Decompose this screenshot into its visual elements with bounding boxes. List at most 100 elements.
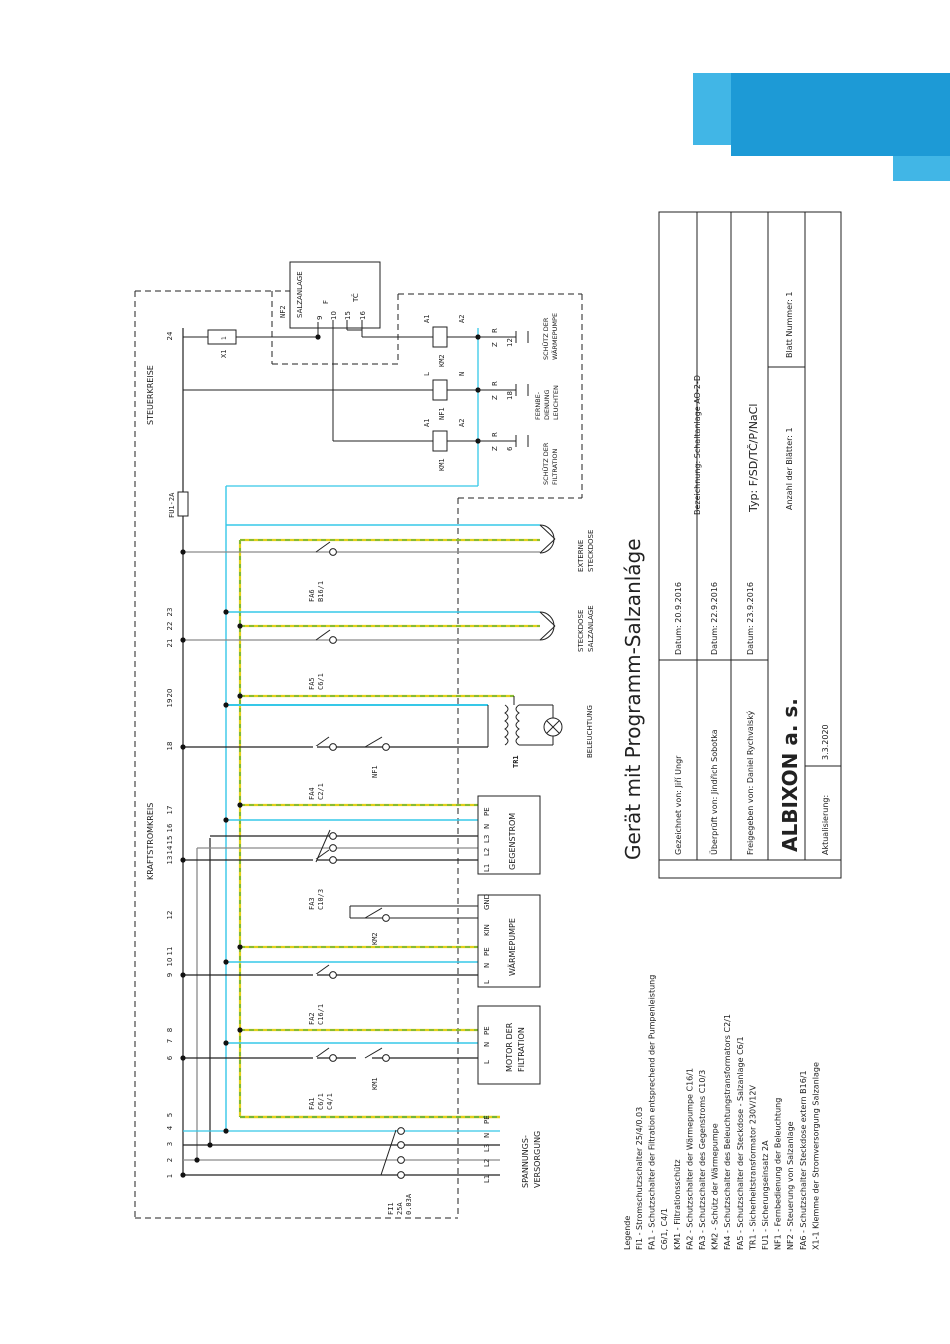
nf2-title: NF2 (279, 305, 287, 318)
terminal-number: 21 (166, 639, 174, 648)
km1-blade (364, 1047, 383, 1059)
terminal-number: 10 (166, 958, 174, 967)
checked-by: Überprüft von: Jindřich Sobotka (709, 729, 719, 855)
socket-icon (539, 625, 556, 641)
terminal-number: 9 (166, 973, 174, 977)
junction-dot (194, 1157, 200, 1163)
hp-term: N (483, 963, 491, 968)
tr1-coil (515, 704, 520, 746)
legend-item: KM2 - Schütz der Wärmepumpe (711, 1123, 720, 1250)
fi1-switch (380, 1129, 397, 1176)
relay-coil (432, 379, 448, 401)
coil-term: A2 (458, 315, 466, 323)
nf1-blade (364, 736, 383, 748)
junction-dot (223, 702, 229, 708)
gs-term: L3 (483, 835, 491, 843)
terminal-number: 15 (166, 836, 174, 845)
coil-label: NF1 (438, 407, 446, 420)
motor-box (477, 1005, 541, 1085)
drawn-by: Gezeichnet von: Jiří Ungr (674, 755, 683, 855)
switch-blade (314, 1047, 330, 1059)
nf2-box (289, 261, 381, 329)
socket-icon (539, 524, 556, 540)
legend-item: KM1 - Filtrationsschütz (673, 1159, 682, 1250)
motor-term: N (483, 1042, 491, 1047)
km1-contact (382, 1054, 390, 1062)
nf2-pin: 9 (316, 316, 324, 320)
junction-dot (315, 334, 321, 340)
load-nf1-label: DIENUNG (543, 389, 551, 420)
fi1-label: FI1 (387, 1202, 395, 1215)
supply-label: VERSORGUNG (533, 1131, 542, 1188)
switch-contact (329, 971, 337, 979)
fi1-label: 25A (396, 1202, 404, 1215)
terminal-number: 17 (166, 806, 174, 815)
terminal-number: 1 (166, 1174, 174, 1178)
drawn-date: Datum: 20.9.2016 (674, 582, 683, 655)
terminal-number: 24 (166, 331, 174, 340)
junction-dot (223, 817, 229, 823)
title-block (658, 211, 842, 879)
load-km1-label: SCHÜTZ DER (541, 442, 550, 485)
load-km1-label: FILTRATION (551, 448, 559, 485)
switch-contact (329, 636, 337, 644)
legend-item: FA6 - Schutzschalter Steckdose extern B1… (799, 1070, 808, 1250)
tr1-coil (504, 704, 509, 746)
legend-item: FA5 - Schutzschalter der Steckdose - Sal… (736, 1036, 745, 1250)
x1-term-label: 1 (221, 336, 228, 340)
supply-label: SPANNUNGS- (521, 1135, 530, 1188)
legend-item: FU1 - Sicherungseinsatz 2A (761, 1140, 770, 1250)
contact-r: R (491, 381, 499, 386)
terminal-number: 14 (166, 845, 174, 854)
load-km2-label: SCHÜTZ DER (541, 317, 550, 360)
junction-dot (180, 972, 186, 978)
junction-dot (207, 1142, 213, 1148)
fi1-contact (397, 1141, 405, 1149)
terminal-number: 23 (166, 608, 174, 617)
fi1-contact (397, 1156, 405, 1164)
legend-item: NF2 - Steuerung von Salzanlage (786, 1121, 795, 1250)
junction-dot (180, 1055, 186, 1061)
legend-item: FA4 - Schutzschalter des Beleuchtungstra… (723, 1014, 732, 1250)
legend-item: TR1 - Sicherheitstransformator 230V/12V (748, 1085, 757, 1251)
motor-label: FILTRATION (517, 1027, 526, 1072)
fa1-label: FA1 (308, 1097, 316, 1110)
fa5-blade (315, 629, 331, 641)
fi1-label: 0.03A (405, 1193, 413, 1215)
terminal-number: 5 (166, 1113, 174, 1117)
nf2-pin: 10 (330, 311, 338, 320)
km2-contact (382, 914, 390, 922)
junction-dot (237, 944, 243, 950)
contact-z: Z (491, 342, 499, 347)
contact-num: 18 (506, 391, 514, 400)
switch-contact (329, 743, 337, 751)
junction-dot (180, 549, 186, 555)
km2-blade (364, 907, 383, 919)
terminal-number: 3 (166, 1142, 174, 1146)
legend-item: FA1 - Schutzschalter der Filtration ents… (648, 975, 657, 1250)
socket-icon (539, 611, 555, 641)
coil-label: KM2 (438, 354, 446, 367)
switch-contact (329, 856, 337, 864)
fa3-label: FA3 (308, 897, 316, 910)
fu1-fuse (177, 491, 189, 517)
switch-gap (313, 1057, 317, 1059)
switch-contact (329, 844, 337, 852)
fa2-label: FA2 (308, 1012, 316, 1025)
coil-label: KM1 (438, 458, 446, 471)
contact-z: Z (491, 395, 499, 400)
terminal-number: 16 (166, 823, 174, 832)
sheet-number: Blatt Nummer: 1 (785, 292, 794, 358)
nf2-label: SALZANLAGE (296, 271, 304, 318)
supply-term: L1 (483, 1175, 491, 1183)
motor-term: L (483, 1060, 491, 1064)
relay-coil (432, 326, 448, 348)
nf2-func: F (322, 300, 330, 304)
km2-label: KM2 (371, 932, 379, 945)
fa6-blade (315, 541, 331, 553)
socket-ext-label: STECKDOSE (587, 530, 595, 572)
socket-icon (539, 524, 555, 554)
socket-salz-label: SALZANLAGE (587, 605, 595, 652)
switch-gap (313, 859, 317, 861)
hp-term: KIN (483, 924, 491, 936)
